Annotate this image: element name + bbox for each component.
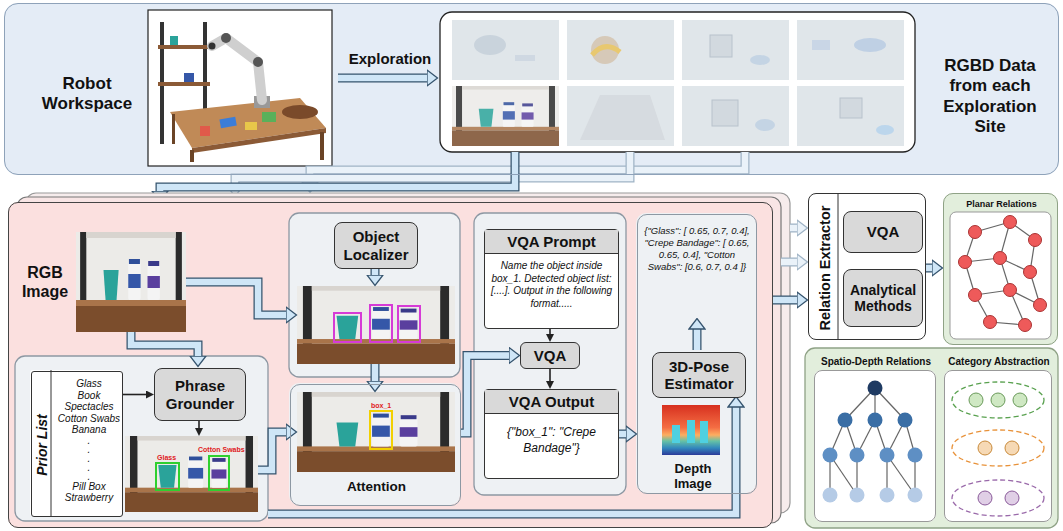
text-column: GlassBookSpectaclesCotton SwabsBanana. .… [56,378,122,504]
category-groups [952,382,1044,516]
node-text: 3D-Pose Estimator [655,358,743,393]
node-text: Planar Relations [944,198,1059,210]
node-text: Pill Box [56,481,122,493]
connector-arrow [926,268,932,269]
pose-panel: {"Glass": [ 0.65, 0.7, 0.4], "Crepe Band… [637,214,757,494]
node-text: Robot Workspace [27,74,147,115]
result-panels [805,193,1058,528]
node-text: Depth Image [662,461,724,491]
sub-panels [15,213,756,521]
flow-arrow [160,152,745,191]
arrow-label: Exploration [340,50,440,68]
image-label: Glass [157,454,176,462]
node-text: Attention [291,477,462,497]
node-text: Phrase Grounder [157,377,243,412]
pipeline-panel: RGB ImagePrior ListGlassBookSpectaclesCo… [8,202,773,528]
connector-line [926,264,932,273]
connector-line [549,369,551,381]
connector-line [926,265,932,272]
node-text: {"box_1": "Crepe Bandage"} [490,424,613,456]
prior-list: Prior List GlassBookSpectaclesCotton Swab… [31,371,123,517]
node-text: Book [56,390,122,402]
node-text: Category Abstraction [939,356,1059,368]
node-text: . . . . . [86,436,92,481]
node-text: Prior List [33,380,51,510]
node-text: {"Glass": [ 0.65, 0.7, 0.4], "Crepe Band… [643,225,751,273]
node-text: VQA Prompt [485,230,618,254]
connector-line [619,431,626,438]
result-box: Category Abstraction [944,370,1052,522]
panel-fill [8,202,773,528]
connector-line [619,430,626,439]
node-text: Spectacles [56,401,122,413]
image-label: Cotton Swabs [198,446,245,454]
photo [76,232,720,512]
node-text: Banana [56,424,122,436]
process-box: VQA [843,211,923,253]
connector-line [123,394,146,396]
relation-extractor: Relation Extractor VQA Analytical Methods [808,193,926,340]
result-panel: Planar Relations [943,193,1058,345]
process-box: Analytical Methods [843,269,923,327]
connector-arrow [550,369,551,381]
connector-line [773,296,797,305]
planar-graph [959,216,1047,332]
workspace-band: Robot Workspace RGBD Data from each Explo… [4,3,1059,175]
process-box: Phrase Grounder [154,368,246,421]
connector-line [773,297,797,304]
connector-arrow [619,434,626,435]
node-text: VQA Output [485,390,618,414]
exploration-images [440,12,915,152]
result-box: Spatio-Depth Relations [814,370,936,522]
node-text: Object Localizer [337,228,415,263]
node-text: Cotton Swabs [56,413,122,425]
process-box: VQA [520,342,580,369]
node-text: RGB Image [15,263,75,301]
connector-line [549,329,551,334]
process-box: Object Localizer [334,222,418,269]
image-label: box_1 [371,402,391,410]
node-text: VQA [534,347,567,364]
flow-arrow [338,78,427,79]
process-box: 3D-Pose Estimator [652,352,746,398]
node-text: Spatio-Depth Relations [811,356,941,368]
connector-arrow [550,329,551,334]
node-text: Glass [56,378,122,390]
robot-photo [148,10,332,166]
node-text: Relation Extractor [815,198,835,338]
connector-arrow [123,394,146,395]
node-text: Name the object inside box_1. Detected o… [490,260,613,310]
connector-arrow [773,300,797,301]
depth-tree [823,381,923,503]
prompt-box: VQA PromptName the object inside box_1. … [484,229,619,329]
node-text: RGBD Data from each Exploration Site [927,56,1053,138]
node-text: Strawberry [56,492,122,504]
band-fill [4,3,1059,175]
node-text: VQA [867,223,900,240]
output-box: VQA Output {"box_1": "Crepe Bandage"} [484,389,619,479]
node-text: Analytical Methods [846,282,920,314]
